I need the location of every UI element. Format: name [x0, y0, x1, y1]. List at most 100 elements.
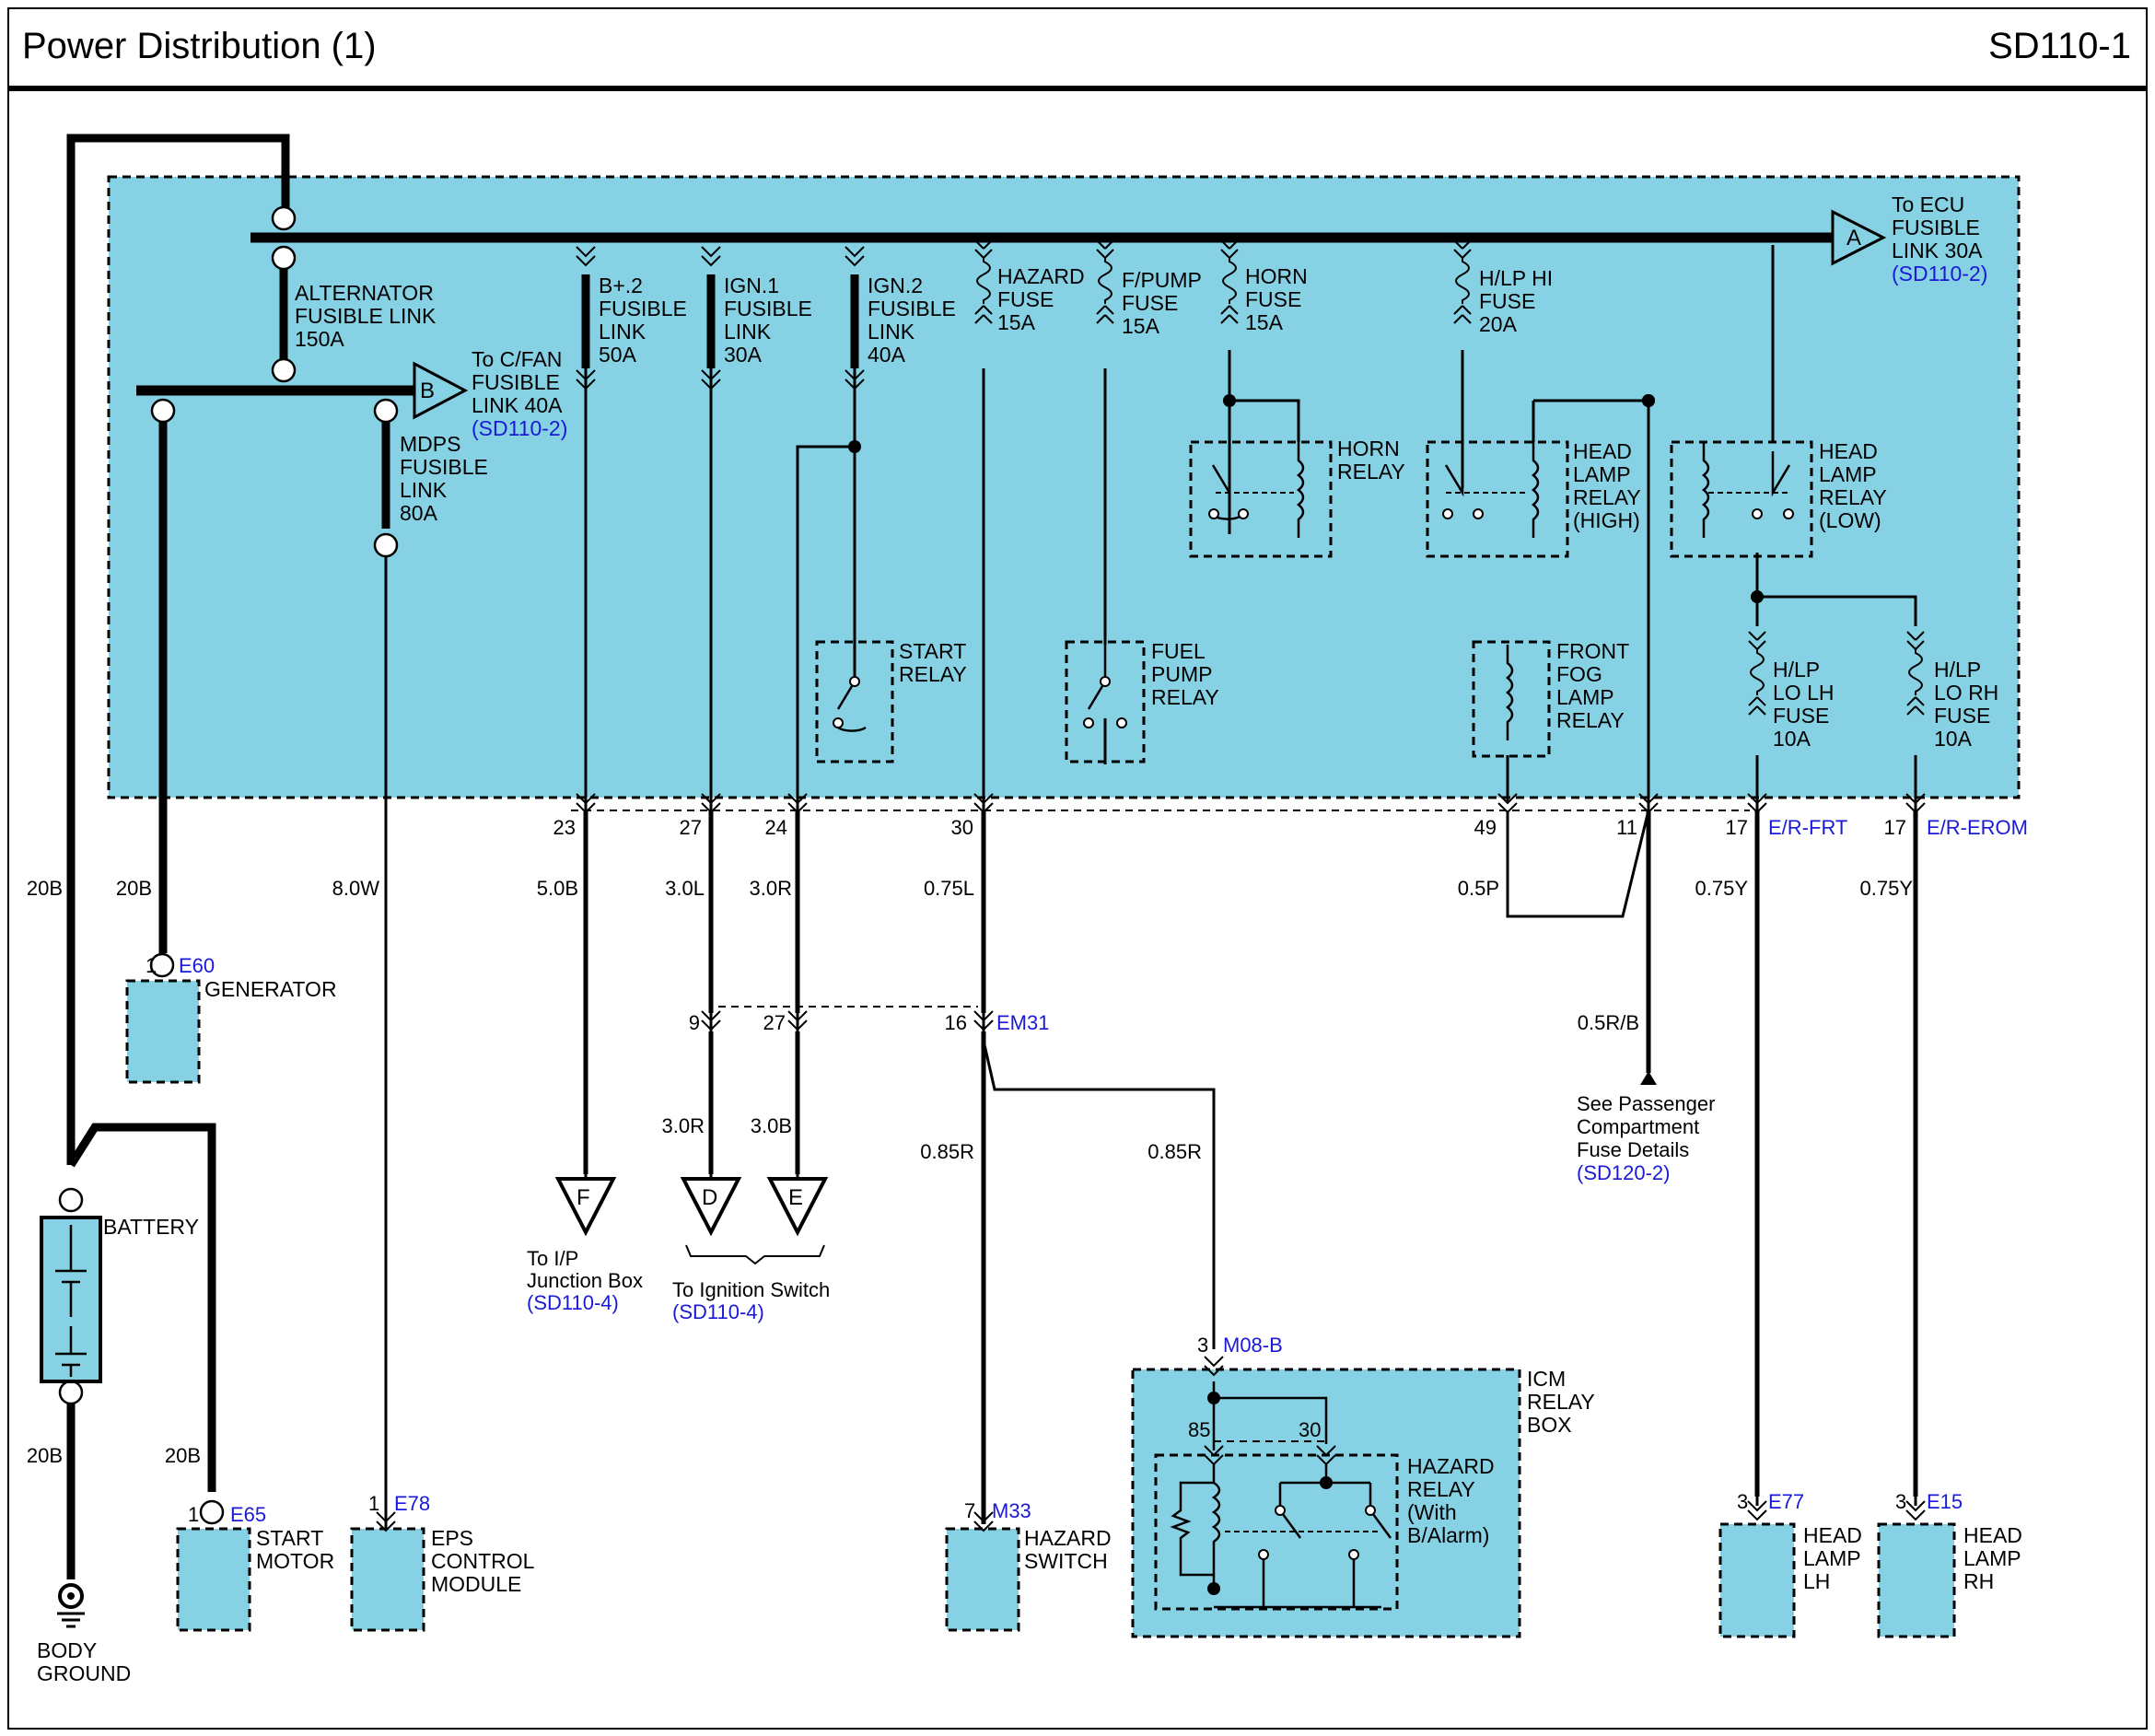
head-lamp-relay-high: HEAD LAMP RELAY (HIGH) — [1426, 439, 1647, 558]
to-cfan-ref: (SD110-2) — [472, 416, 567, 440]
svg-text:START RELAY: START RELAY — [899, 639, 972, 686]
svg-text:HEAD LAMP RELA: HEAD LAMP RELAY (HIGH) — [1573, 439, 1647, 532]
svg-text:8.0W: 8.0W — [332, 877, 380, 900]
ignition-brace — [685, 1244, 825, 1265]
page-code: SD110-1 — [1988, 26, 2131, 66]
generator: 1 E60 GENERATOR — [125, 954, 337, 1084]
svg-text:D: D — [702, 1185, 717, 1210]
svg-text:1: 1 — [368, 1492, 379, 1515]
head-lamp-relay-low: HEAD LAMP RELAY (LOW) — [1642, 394, 1886, 603]
svg-text:0.75L: 0.75L — [924, 877, 974, 900]
svg-text:3.0B: 3.0B — [751, 1114, 792, 1137]
start-relay: START RELAY — [815, 440, 972, 763]
svg-text:24: 24 — [765, 816, 787, 839]
em31-label: EM31 — [996, 1011, 1049, 1034]
to-ignition-label: To Ignition Switch (SD110-4) — [672, 1278, 830, 1323]
svg-text:17: 17 — [1726, 816, 1748, 839]
svg-text:3.0R: 3.0R — [662, 1114, 705, 1137]
svg-text:0.5P: 0.5P — [1458, 877, 1499, 900]
svg-text:M08-B: M08-B — [1223, 1334, 1283, 1357]
svg-text:27: 27 — [763, 1011, 786, 1034]
svg-text:9: 9 — [689, 1011, 700, 1034]
svg-text:16: 16 — [945, 1011, 967, 1034]
svg-text:(SD120-2): (SD120-2) — [1577, 1161, 1670, 1184]
connector-b: B — [413, 361, 469, 420]
svg-text:E60: E60 — [179, 954, 215, 977]
svg-text:49: 49 — [1474, 816, 1497, 839]
horn-relay: HORN RELAY — [1189, 394, 1405, 558]
main-busbars — [66, 134, 1833, 1579]
page-frame — [7, 7, 2148, 1730]
svg-text:30: 30 — [1299, 1418, 1321, 1441]
splice-dot-hl — [1642, 394, 1655, 407]
battery: BATTERY — [40, 1215, 199, 1383]
svg-text:7: 7 — [964, 1499, 975, 1522]
svg-text:1: 1 — [146, 954, 157, 977]
splice-circles — [58, 205, 399, 1525]
wire-labels: 20B 20B 8.0W 5.0B 3.0L 3.0R 0.75L 0.5P 0… — [27, 877, 1913, 1467]
front-fog-lamp-relay: FRONT FOG LAMP RELAY — [1472, 394, 1655, 758]
svg-text:E78: E78 — [394, 1492, 430, 1515]
svg-text:FRONT FOG LAMP: FRONT FOG LAMP RELAY — [1556, 639, 1635, 732]
svg-text:FUEL PUMP RELA: FUEL PUMP RELAY — [1151, 639, 1219, 709]
svg-text:23: 23 — [553, 816, 576, 839]
er-erom-label: E/R-EROM — [1927, 816, 2028, 839]
svg-text:27: 27 — [680, 816, 702, 839]
svg-text:0.75Y: 0.75Y — [1860, 877, 1914, 900]
svg-text:M33: M33 — [992, 1499, 1031, 1522]
svg-text:E15: E15 — [1927, 1490, 1963, 1513]
svg-text:3: 3 — [1895, 1490, 1906, 1513]
svg-text:5.0B: 5.0B — [537, 877, 578, 900]
svg-text:11: 11 — [1616, 816, 1637, 839]
svg-text:0.75Y: 0.75Y — [1695, 877, 1749, 900]
connector-f: F — [554, 1177, 617, 1237]
svg-text:20B: 20B — [27, 1444, 63, 1467]
svg-text:17: 17 — [1884, 816, 1906, 839]
svg-text:HORN RELAY: HORN RELAY — [1337, 437, 1405, 484]
svg-text:1: 1 — [188, 1503, 199, 1526]
svg-text:30: 30 — [951, 816, 973, 839]
svg-text:3: 3 — [1737, 1490, 1748, 1513]
svg-text:GENERATOR: GENERATOR — [204, 977, 337, 1001]
svg-text:To Ignition Switch: To Ignition Switch — [672, 1278, 830, 1301]
svg-text:F: F — [577, 1185, 590, 1210]
svg-text:20B: 20B — [165, 1444, 201, 1467]
svg-text:0.85R: 0.85R — [920, 1140, 974, 1163]
svg-text:20B: 20B — [27, 877, 63, 900]
svg-text:3.0L: 3.0L — [665, 877, 705, 900]
svg-text:(SD110-4): (SD110-4) — [672, 1300, 764, 1323]
svg-text:3: 3 — [1197, 1334, 1208, 1357]
svg-text:B: B — [420, 379, 435, 403]
